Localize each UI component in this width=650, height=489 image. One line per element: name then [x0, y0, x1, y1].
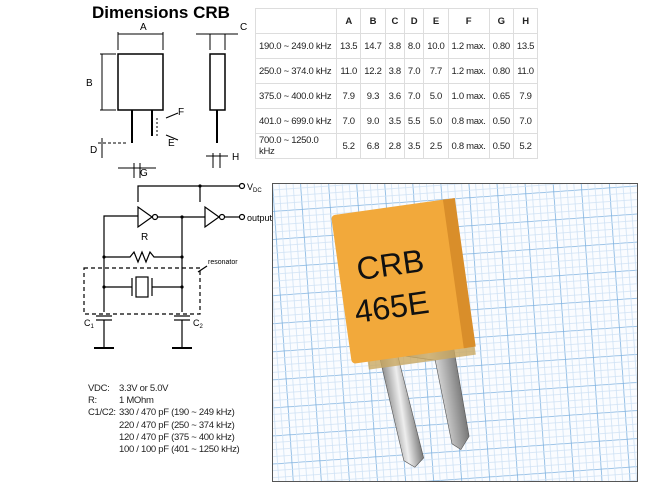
label-b: B — [86, 78, 93, 89]
dimension-cell: 3.8 — [384, 58, 405, 84]
r-label: R — [141, 232, 148, 243]
frequency-range-cell: 190.0 ~ 249.0 kHz — [255, 33, 337, 59]
dimension-cell: 14.7 — [360, 33, 386, 59]
page-title: Dimensions CRB — [92, 3, 230, 22]
col-f: F — [447, 8, 490, 34]
dimension-cell: 0.80 — [488, 58, 514, 84]
col-c: C — [384, 8, 405, 34]
dimension-cell: 0.80 — [488, 33, 514, 59]
dimension-cell: 7.9 — [335, 83, 362, 109]
legend-value: 120 / 470 pF (375 ~ 400 kHz) — [119, 431, 235, 443]
label-a: A — [140, 22, 147, 33]
legend-row: 100 / 100 pF (401 ~ 1250 kHz) — [88, 444, 240, 456]
dimension-cell: 2.8 — [384, 133, 405, 159]
dimension-cell: 7.0 — [335, 108, 362, 134]
resonator-label: resonator — [208, 259, 238, 266]
dimension-cell: 1.2 max. — [447, 33, 490, 59]
legend-value: 100 / 100 pF (401 ~ 1250 kHz) — [119, 444, 240, 456]
dimension-cell: 7.7 — [423, 58, 449, 84]
legend-row: 220 / 470 pF (250 ~ 374 kHz) — [88, 420, 239, 432]
legend-row: R: 1 MOhm — [88, 395, 239, 407]
label-d: D — [90, 145, 97, 156]
dimension-cell: 5.0 — [423, 83, 449, 109]
dimension-cell: 5.0 — [423, 108, 449, 134]
label-h: H — [232, 152, 239, 163]
label-e: E — [168, 138, 175, 149]
dimension-cell: 3.5 — [403, 133, 425, 159]
dimension-cell: 10.0 — [423, 33, 449, 59]
vdc-label: VDC — [247, 182, 262, 194]
legend-key: C1/C2: — [88, 407, 116, 419]
side-view-body — [209, 53, 226, 111]
dimension-drawing: A B C D E F G H — [86, 22, 247, 179]
frequency-range-cell: 700.0 ~ 1250.0 kHz — [255, 133, 337, 159]
legend-row: 120 / 470 pF (375 ~ 400 kHz) — [88, 432, 239, 444]
legend-row: VDC: 3.3V or 5.0V — [88, 383, 239, 395]
dimension-cell: 0.50 — [488, 108, 514, 134]
legend-key: VDC: — [88, 383, 110, 394]
label-g: G — [140, 168, 148, 179]
dimension-cell: 11.0 — [335, 58, 362, 84]
dimension-cell: 5.2 — [335, 133, 362, 159]
legend-key: R: — [88, 395, 97, 407]
dimension-cell: 7.0 — [403, 58, 425, 84]
dimension-cell: 7.0 — [512, 108, 539, 134]
dimension-cell: 13.5 — [335, 33, 362, 59]
col-d: D — [403, 8, 425, 34]
dimension-cell: 1.2 max. — [447, 58, 490, 84]
legend-value: 3.3V or 5.0V — [119, 383, 169, 394]
dimension-cell: 0.8 max. — [447, 108, 490, 134]
output-label: output — [247, 213, 273, 223]
product-photo: CRB 465E — [272, 183, 638, 482]
col-b: B — [360, 8, 386, 34]
label-f: F — [178, 107, 184, 118]
resonator-body — [331, 199, 471, 364]
dimension-cell: 11.0 — [512, 58, 539, 84]
table-header-row: A B C D E F G H — [255, 8, 539, 34]
dimension-cell: 7.9 — [512, 83, 539, 109]
dimension-cell: 3.5 — [384, 108, 405, 134]
col-a: A — [335, 8, 362, 34]
dimension-cell: 0.50 — [488, 133, 514, 159]
col-e: E — [423, 8, 449, 34]
legend-value: 220 / 470 pF (250 ~ 374 kHz) — [119, 419, 235, 431]
col-h: H — [512, 8, 539, 34]
legend-row: C1/C2:330 / 470 pF (190 ~ 249 kHz) — [88, 407, 239, 419]
label-c: C — [240, 22, 247, 33]
dimension-cell: 6.8 — [360, 133, 386, 159]
front-view-body — [117, 53, 164, 111]
dimension-cell: 3.6 — [384, 83, 405, 109]
frequency-range-cell: 375.0 ~ 400.0 kHz — [255, 83, 337, 109]
col-g: G — [488, 8, 514, 34]
c1-label: C1 — [84, 318, 95, 330]
legend-value: 1 MOhm — [119, 395, 154, 407]
dimension-cell: 0.8 max. — [447, 133, 490, 159]
dimension-cell: 9.0 — [360, 108, 386, 134]
dimension-cell: 12.2 — [360, 58, 386, 84]
dimension-cell: 3.8 — [384, 33, 405, 59]
dimension-cell: 7.0 — [403, 83, 425, 109]
circuit-diagram: VDC output R resonator C1 C2 — [83, 182, 273, 349]
dimension-cell: 9.3 — [360, 83, 386, 109]
dimension-cell: 8.0 — [403, 33, 425, 59]
frequency-range-cell: 250.0 ~ 374.0 kHz — [255, 58, 337, 84]
legend-value: 330 / 470 pF (190 ~ 249 kHz) — [119, 407, 235, 419]
c2-label: C2 — [193, 318, 204, 330]
dimension-cell: 0.65 — [488, 83, 514, 109]
dimension-cell: 13.5 — [512, 33, 539, 59]
dimension-cell: 5.2 — [512, 133, 539, 159]
dimension-cell: 1.0 max. — [447, 83, 490, 109]
dimension-cell: 5.5 — [403, 108, 425, 134]
dimension-cell: 2.5 — [423, 133, 449, 159]
frequency-range-cell: 401.0 ~ 699.0 kHz — [255, 108, 337, 134]
